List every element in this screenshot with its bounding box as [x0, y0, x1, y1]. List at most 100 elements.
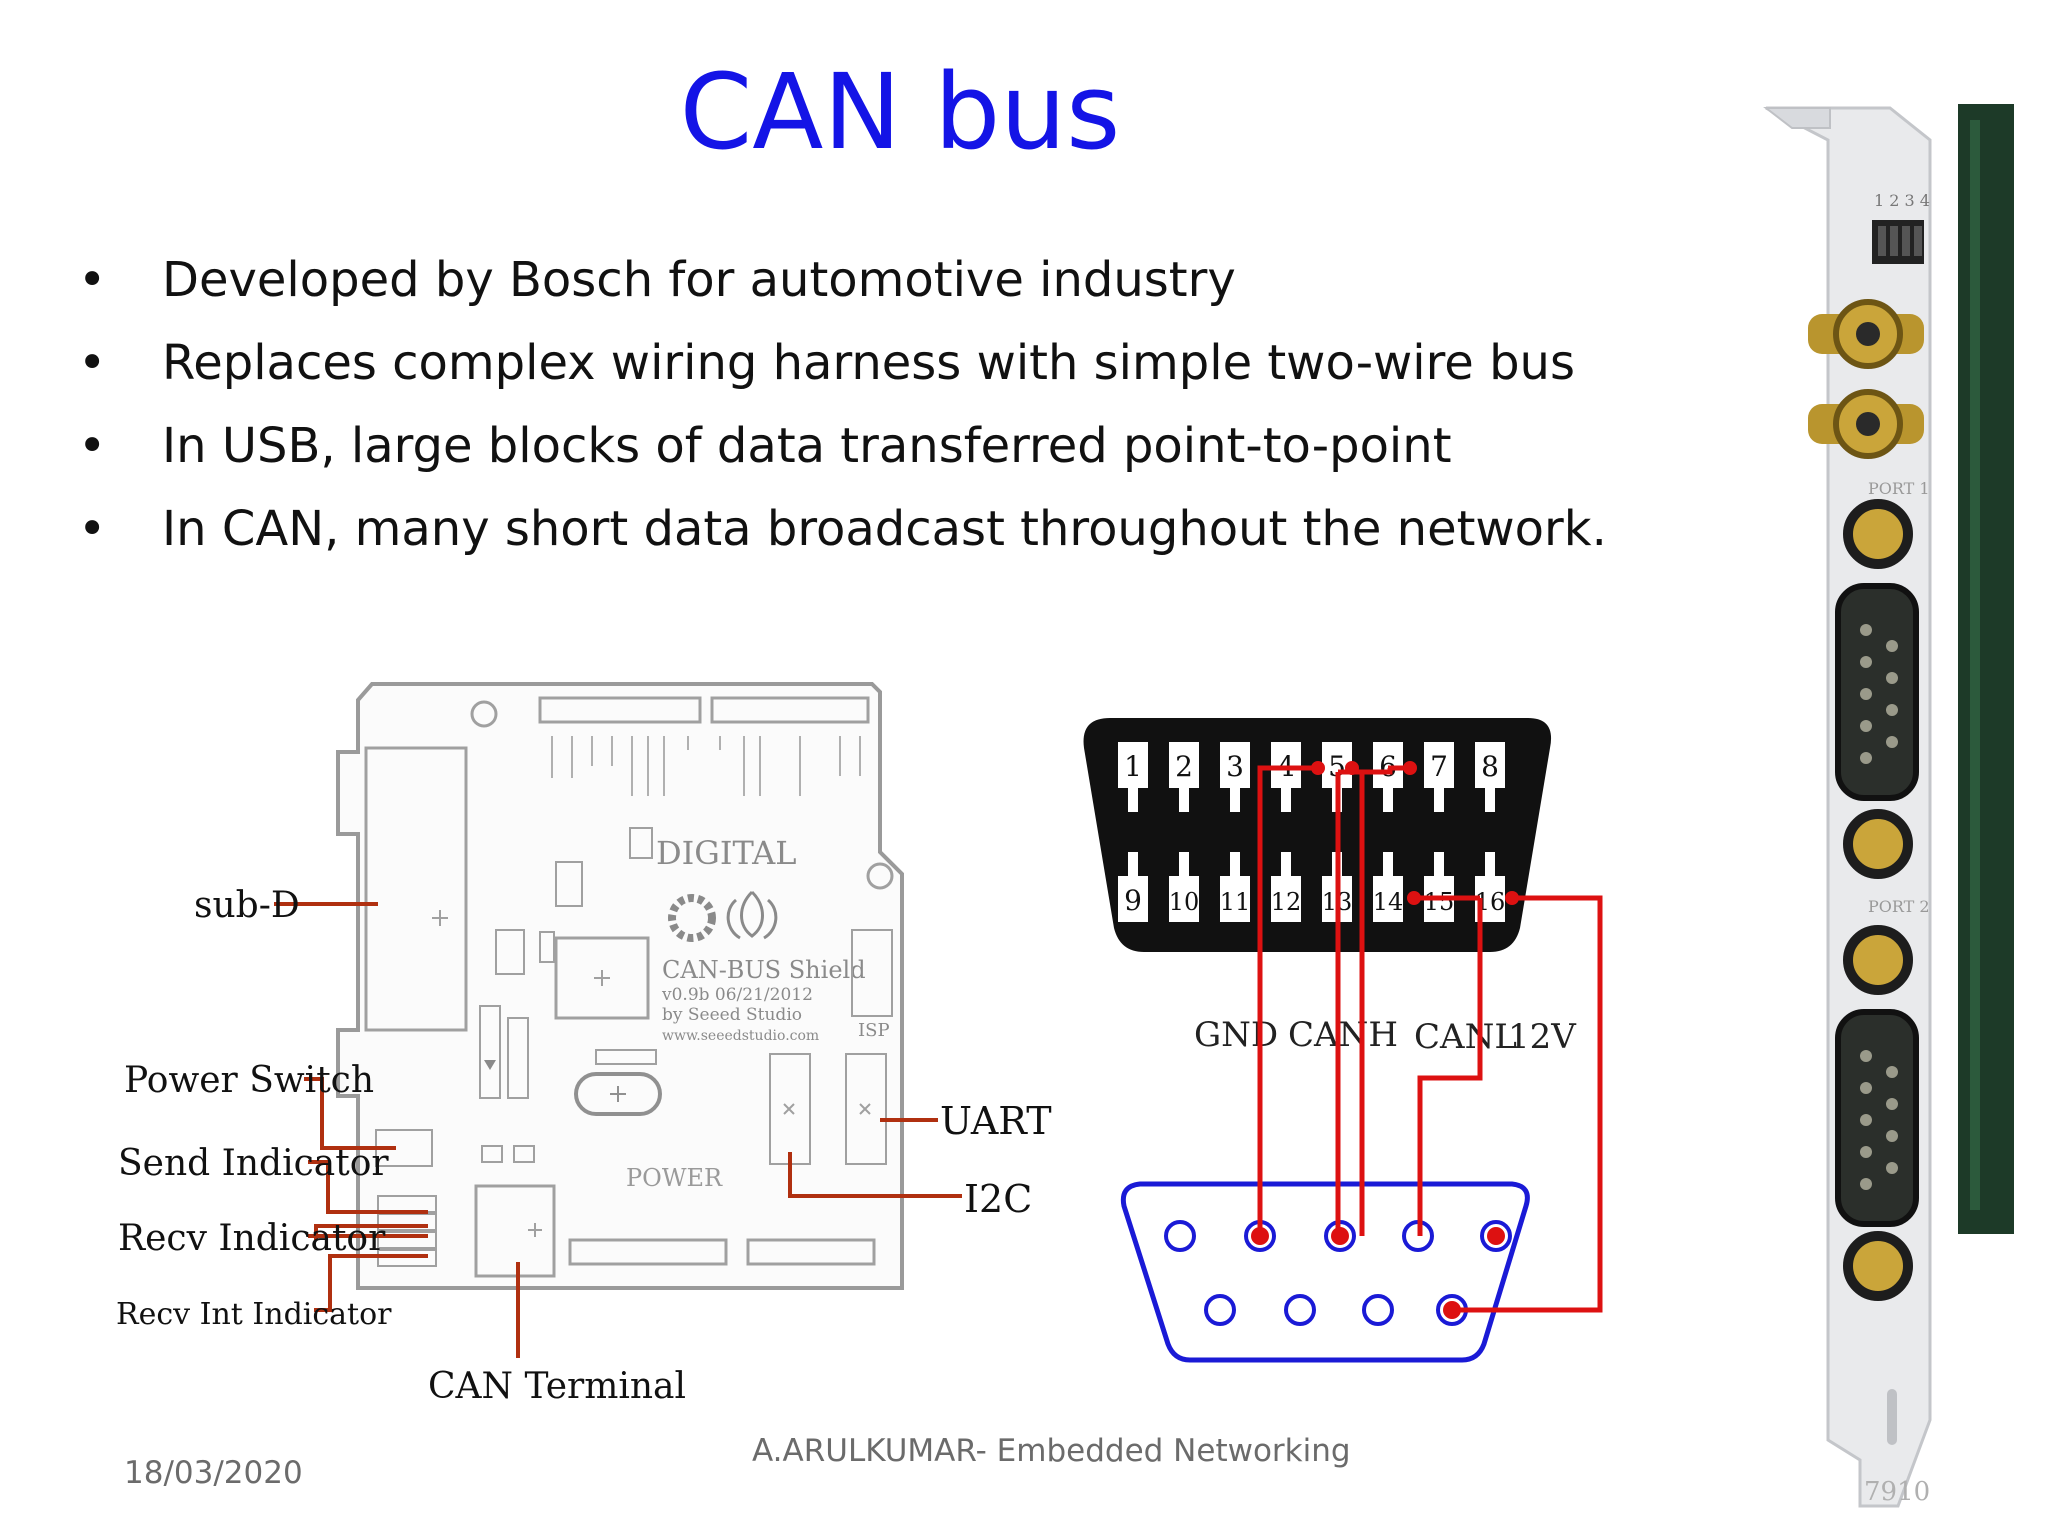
terminal-plus-icon: [528, 1223, 542, 1237]
obd-pin-label: 8: [1481, 750, 1499, 783]
port1-label: PORT 1: [1868, 479, 1930, 498]
obd-pin: 3: [1220, 742, 1250, 812]
connector-x-icon: [783, 1103, 871, 1115]
card-pcb-traces: [1970, 120, 1980, 1210]
header-pin-labels: [551, 736, 861, 796]
can-card-photo: 1 2 3 4 PORT 1: [1763, 104, 2014, 1508]
uart-connector: [845, 1053, 887, 1165]
seeed-leaf-icon: [726, 890, 778, 940]
component: [539, 931, 555, 963]
obd-pin: 12: [1271, 852, 1302, 922]
component: [495, 929, 525, 975]
crystal-plus-icon: [610, 1086, 626, 1102]
db9-pin: [1164, 1220, 1196, 1252]
obd-pin: 7: [1424, 742, 1454, 812]
obd-pin-label: 12: [1271, 888, 1302, 916]
obd-pin-label: 9: [1124, 884, 1142, 917]
bracket-tab: [1763, 107, 1831, 129]
board-power-label: POWER: [626, 1164, 723, 1192]
bullet-item: • Developed by Bosch for automotive indu…: [78, 245, 1698, 328]
digital-header-right: [710, 696, 870, 724]
obd-pin: 9: [1118, 852, 1148, 922]
label-recv-indicator: Recv Indicator: [118, 1218, 386, 1259]
bullet-icon: •: [78, 418, 107, 474]
board-url: www.seeedstudio.com: [662, 1028, 819, 1044]
label-canl: CANL: [1414, 1017, 1517, 1057]
label-uart: UART: [940, 1099, 1052, 1143]
power-header: [568, 1238, 728, 1266]
led-row: [377, 1231, 437, 1249]
obd-pin-label: 7: [1430, 750, 1448, 783]
component: [479, 1005, 501, 1099]
crystal: [574, 1072, 662, 1116]
component: [481, 1145, 503, 1163]
diode-icon: [484, 1060, 496, 1070]
obd-pin: 11: [1220, 852, 1250, 922]
label-sub-d: sub-D: [194, 885, 300, 926]
obd-pin-label: 5: [1328, 750, 1346, 783]
obd-pin: 8: [1475, 742, 1505, 812]
db9-pin: [1284, 1294, 1316, 1326]
slide-title: CAN bus: [679, 51, 1121, 173]
component: [555, 861, 583, 907]
bullet-item: • Replaces complex wiring harness with s…: [78, 328, 1698, 411]
label-power-switch: Power Switch: [124, 1060, 374, 1101]
bullet-icon: •: [78, 501, 107, 557]
db9-pin: [1362, 1294, 1394, 1326]
db9-port-1: [1835, 583, 1919, 801]
bullet-text: In CAN, many short data broadcast throug…: [162, 501, 1607, 557]
jack-screw: [1843, 809, 1913, 879]
bullet-icon: •: [78, 335, 107, 391]
port2-label: PORT 2: [1868, 897, 1930, 916]
label-12v: 12V: [1508, 1017, 1577, 1057]
wire-junctions: [1251, 761, 1519, 1319]
obd-pin: 2: [1169, 742, 1199, 812]
jack-screw: [1843, 925, 1913, 995]
label-i2c: I2C: [964, 1177, 1032, 1221]
bullet-text: Replaces complex wiring harness with sim…: [162, 335, 1575, 391]
label-gnd: GND: [1194, 1015, 1278, 1055]
db9-port-2: [1835, 1009, 1919, 1227]
label-recv-int-indicator: Recv Int Indicator: [116, 1297, 392, 1332]
mounting-hole: [866, 862, 894, 890]
sma-connectors: [1808, 299, 1924, 459]
board-version: v0.9b 06/21/2012: [661, 985, 813, 1005]
crystal-pads: [595, 1049, 657, 1065]
db9-pin: [1204, 1294, 1236, 1326]
switch-numbers: 1 2 3 4: [1874, 191, 1930, 210]
db9-port-2-pins: [1860, 1050, 1898, 1190]
mounting-hole: [470, 700, 498, 728]
component: [507, 1017, 529, 1099]
chip-plus-icon: [594, 970, 610, 986]
isp-block: [851, 929, 893, 1017]
obd-pin-label: 15: [1424, 888, 1455, 916]
digital-header-left: [538, 696, 702, 724]
obd-wires: [1257, 765, 1603, 1313]
board-digital-label: DIGITAL: [656, 834, 796, 872]
part-number: 7910: [1864, 1477, 1930, 1507]
card-pcb: [1958, 104, 2014, 1234]
footer-author: A.ARULKUMAR- Embedded Networking: [752, 1433, 1351, 1469]
bullet-item: • In CAN, many short data broadcast thro…: [78, 494, 1698, 577]
db9-port-1-pins: [1860, 624, 1898, 764]
board-isp-label: ISP: [858, 1020, 890, 1041]
board-name: CAN-BUS Shield: [662, 956, 866, 984]
bullet-icon: •: [78, 252, 107, 308]
can-terminal-block: [474, 1184, 556, 1278]
obd-pin: 14: [1373, 852, 1404, 922]
db9-connector-shell: [1120, 1181, 1530, 1363]
obd-pin-label: 14: [1373, 888, 1404, 916]
jack-screw: [1843, 1231, 1913, 1301]
subd-block: [364, 746, 468, 1032]
obd-pin-label: 3: [1226, 750, 1244, 783]
obd-pin-label: 1: [1124, 750, 1142, 783]
label-canh: CANH: [1288, 1015, 1398, 1055]
bullet-item: • In USB, large blocks of data transferr…: [78, 411, 1698, 494]
obd-pin: 1: [1118, 742, 1148, 812]
dip-switch-keys: [1878, 226, 1922, 256]
analog-header: [746, 1238, 876, 1266]
seeed-gear-icon: [668, 894, 716, 942]
